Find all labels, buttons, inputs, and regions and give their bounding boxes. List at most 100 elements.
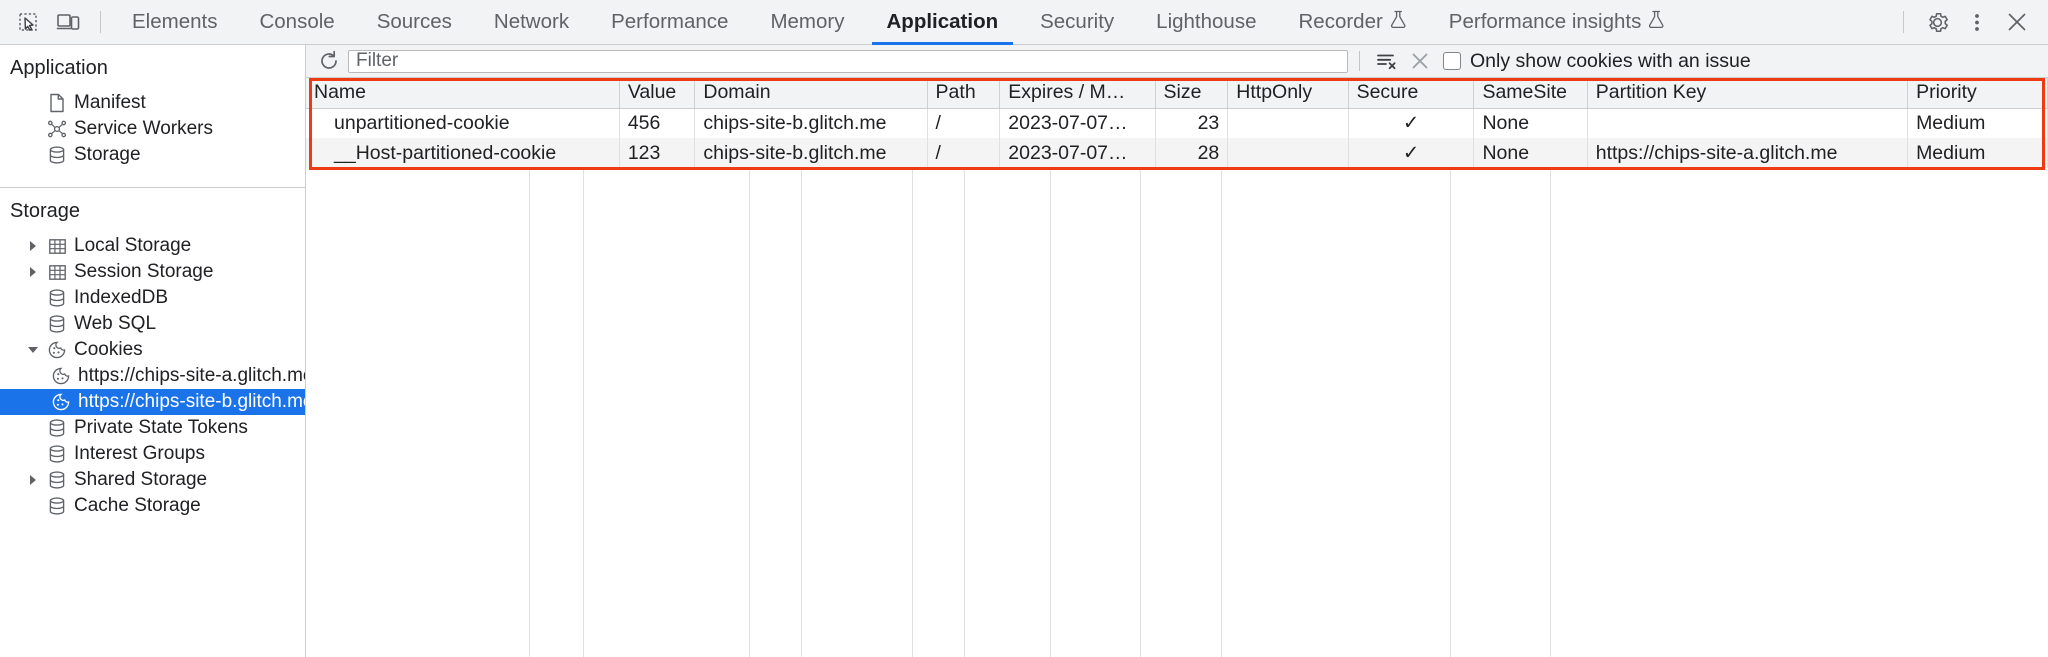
- cell-name: unpartitioned-cookie: [306, 108, 620, 138]
- tab-performance-insights[interactable]: Performance insights: [1428, 0, 1687, 45]
- sidebar-item-local-storage[interactable]: Local Storage: [0, 233, 305, 259]
- cell-partition-key: https://chips-site-a.glitch.me: [1587, 138, 1909, 168]
- tab-label: Sources: [376, 10, 452, 33]
- tab-lighthouse[interactable]: Lighthouse: [1135, 0, 1277, 45]
- tabbar-left-tools: [0, 5, 111, 39]
- table-row[interactable]: unpartitioned-cookie 456 chips-site-b.gl…: [306, 108, 2048, 138]
- tab-performance[interactable]: Performance: [590, 0, 749, 45]
- device-toolbar-icon[interactable]: [50, 5, 86, 39]
- tab-application[interactable]: Application: [866, 0, 1020, 45]
- column-header-size[interactable]: Size: [1155, 78, 1229, 109]
- sidebar-item-label: https://chips-site-b.glitch.me: [78, 391, 306, 412]
- sidebar-item-shared-storage[interactable]: Shared Storage: [0, 467, 305, 493]
- twisty-collapsed-icon[interactable]: [22, 475, 44, 485]
- cookies-table-container[interactable]: Name Value Domain Path Expires / M… Size…: [306, 78, 2048, 657]
- sidebar-item-cookies[interactable]: Cookies: [0, 337, 305, 363]
- sidebar-item-label: Cookies: [74, 339, 143, 360]
- table-row[interactable]: __Host-partitioned-cookie 123 chips-site…: [306, 138, 2048, 168]
- cookie-icon: [44, 340, 70, 360]
- sidebar-item-label: Cache Storage: [74, 495, 201, 516]
- column-header-httponly[interactable]: HttpOnly: [1227, 78, 1349, 109]
- cell-httponly: [1227, 138, 1349, 168]
- refresh-icon[interactable]: [314, 47, 344, 75]
- tab-sources[interactable]: Sources: [356, 0, 473, 45]
- only-show-issues-checkbox[interactable]: Only show cookies with an issue: [1443, 50, 1751, 73]
- column-header-value[interactable]: Value: [619, 78, 696, 109]
- kebab-menu-icon[interactable]: [1958, 3, 1996, 41]
- sidebar-item-web-sql[interactable]: Web SQL: [0, 311, 305, 337]
- search-input[interactable]: Filter: [348, 49, 1348, 73]
- sidebar-item-session-storage[interactable]: Session Storage: [0, 259, 305, 285]
- sidebar-item-label: Local Storage: [74, 235, 192, 256]
- cookie-icon: [48, 392, 74, 412]
- cell-value: 123: [619, 138, 696, 168]
- database-icon: [44, 314, 70, 334]
- storage-section: Storage Local Storage Session Storage: [0, 188, 305, 519]
- table-icon: [44, 237, 70, 256]
- sidebar-item-indexeddb[interactable]: IndexedDB: [0, 285, 305, 311]
- column-header-path[interactable]: Path: [927, 78, 1001, 109]
- sidebar-item-manifest[interactable]: Manifest: [0, 90, 305, 116]
- sidebar-item-storage[interactable]: Storage: [0, 142, 305, 168]
- tabbar-right-tools: [1897, 3, 2048, 41]
- tab-console[interactable]: Console: [238, 0, 355, 45]
- twisty-collapsed-icon[interactable]: [22, 241, 44, 251]
- twisty-expanded-icon[interactable]: [22, 347, 44, 353]
- clear-all-cookies-icon[interactable]: [1405, 47, 1435, 75]
- checkbox-label: Only show cookies with an issue: [1470, 49, 1751, 72]
- tab-security[interactable]: Security: [1019, 0, 1135, 45]
- database-icon: [44, 418, 70, 438]
- cell-name: __Host-partitioned-cookie: [306, 138, 620, 168]
- application-sidebar: Application Manifest Service Workers: [0, 45, 306, 657]
- column-header-priority[interactable]: Priority: [1907, 78, 2048, 109]
- experiment-flask-icon: [1390, 10, 1407, 35]
- database-icon: [44, 496, 70, 516]
- sidebar-item-chips-site-a[interactable]: https://chips-site-a.glitch.me: [0, 363, 305, 389]
- database-icon: [44, 470, 70, 490]
- tab-memory[interactable]: Memory: [749, 0, 865, 45]
- column-header-name[interactable]: Name: [306, 78, 620, 109]
- close-icon[interactable]: [1998, 3, 2036, 41]
- toolbar-divider: [100, 11, 101, 33]
- cookies-table-body: unpartitioned-cookie 456 chips-site-b.gl…: [306, 108, 2048, 168]
- tab-label: Application: [886, 10, 999, 33]
- column-header-secure[interactable]: Secure: [1348, 78, 1475, 109]
- cell-secure: ✓: [1348, 108, 1475, 138]
- cookies-table: Name Value Domain Path Expires / M… Size…: [306, 78, 2048, 168]
- database-icon: [44, 145, 70, 165]
- inspect-element-icon[interactable]: [10, 5, 46, 39]
- column-header-domain[interactable]: Domain: [694, 78, 928, 109]
- tab-network[interactable]: Network: [473, 0, 590, 45]
- tab-recorder[interactable]: Recorder: [1277, 0, 1427, 45]
- cell-domain: chips-site-b.glitch.me: [694, 138, 928, 168]
- sidebar-item-chips-site-b[interactable]: https://chips-site-b.glitch.me: [0, 389, 305, 415]
- tab-label: Memory: [770, 10, 845, 33]
- tab-elements[interactable]: Elements: [111, 0, 238, 45]
- tab-label: Network: [493, 10, 570, 33]
- toolbar-divider: [1903, 11, 1904, 33]
- column-header-expires[interactable]: Expires / M…: [999, 78, 1156, 109]
- column-header-samesite[interactable]: SameSite: [1473, 78, 1588, 109]
- checkbox-box[interactable]: [1443, 52, 1461, 70]
- cell-samesite: None: [1473, 108, 1588, 138]
- sidebar-item-label: Interest Groups: [74, 443, 205, 464]
- sidebar-item-label: Session Storage: [74, 261, 214, 282]
- filter-placeholder: Filter: [356, 50, 399, 71]
- cell-secure: ✓: [1348, 138, 1475, 168]
- sidebar-item-cache-storage[interactable]: Cache Storage: [0, 493, 305, 519]
- sidebar-item-interest-groups[interactable]: Interest Groups: [0, 441, 305, 467]
- empty-grid-columns: [306, 170, 2048, 657]
- storage-section-title: Storage: [10, 200, 81, 222]
- cell-priority: Medium: [1907, 138, 2048, 168]
- cell-size: 23: [1155, 108, 1229, 138]
- gear-icon[interactable]: [1918, 3, 1956, 41]
- sidebar-item-label: Storage: [74, 144, 141, 165]
- filterbar-divider: [1359, 51, 1360, 71]
- sidebar-divider: [0, 187, 305, 188]
- column-header-partition-key[interactable]: Partition Key: [1587, 78, 1909, 109]
- twisty-collapsed-icon[interactable]: [22, 267, 44, 277]
- sidebar-item-private-state-tokens[interactable]: Private State Tokens: [0, 415, 305, 441]
- clear-filtered-cookies-icon[interactable]: [1371, 47, 1401, 75]
- cookie-icon: [48, 366, 74, 386]
- sidebar-item-service-workers[interactable]: Service Workers: [0, 116, 305, 142]
